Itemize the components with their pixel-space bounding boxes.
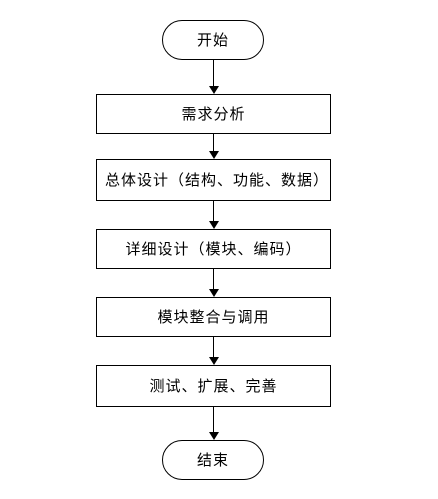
arrowhead (209, 86, 219, 94)
connector-line (213, 407, 214, 432)
start-terminal: 开始 (162, 20, 264, 60)
step-overall-design: 总体设计（结构、功能、数据） (96, 159, 331, 201)
connector-line (213, 201, 214, 221)
step-label: 详细设计（模块、编码） (125, 240, 302, 258)
start-label: 开始 (196, 31, 229, 49)
arrowhead (209, 151, 219, 159)
step-requirements-analysis: 需求分析 (96, 94, 331, 134)
step-label: 需求分析 (181, 105, 246, 123)
end-terminal: 结束 (162, 440, 264, 480)
step-test-extend-improve: 测试、扩展、完善 (96, 365, 331, 407)
step-module-integration: 模块整合与调用 (96, 297, 331, 337)
step-label: 测试、扩展、完善 (149, 377, 278, 395)
connector-line (213, 134, 214, 151)
step-label: 模块整合与调用 (157, 308, 270, 326)
arrowhead (209, 432, 219, 440)
step-label: 总体设计（结构、功能、数据） (105, 170, 330, 189)
connector-line (213, 60, 214, 86)
arrowhead (209, 357, 219, 365)
step-detailed-design: 详细设计（模块、编码） (96, 229, 331, 269)
arrowhead (209, 221, 219, 229)
connector-line (213, 337, 214, 357)
arrowhead (209, 289, 219, 297)
end-label: 结束 (196, 451, 229, 469)
connector-line (213, 269, 214, 289)
